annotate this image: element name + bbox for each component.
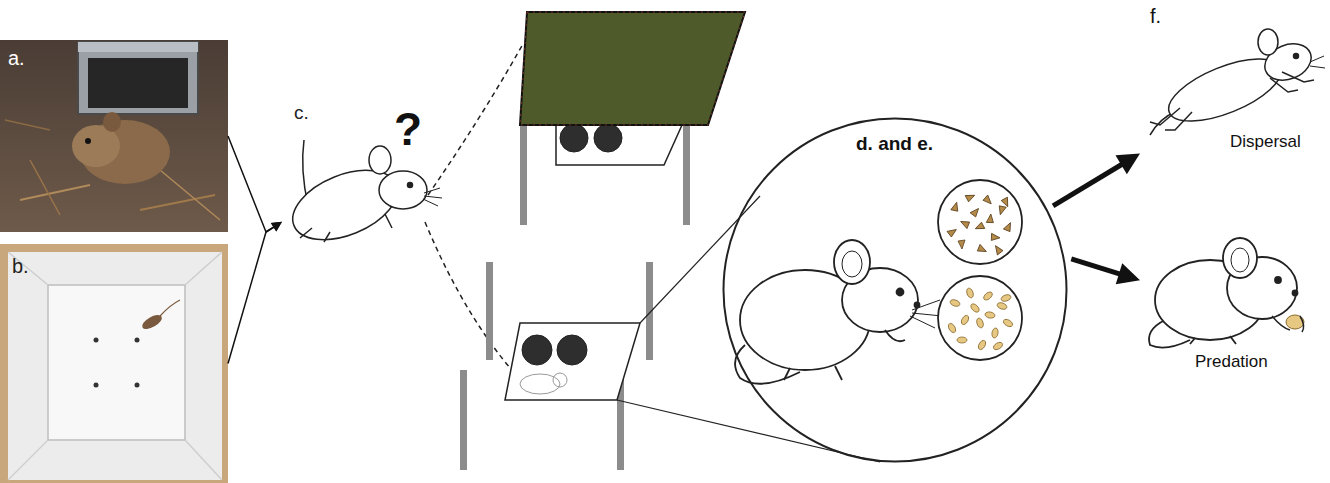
question-mark: ? bbox=[394, 106, 422, 152]
circle-outline bbox=[724, 119, 1067, 462]
label-holder: f. bbox=[1150, 4, 1161, 28]
trap-photo bbox=[0, 40, 228, 232]
photo-panel: a. bbox=[0, 40, 228, 232]
seed-dish bbox=[938, 276, 1022, 360]
outcome-label: Predation bbox=[1195, 352, 1268, 372]
connector-line bbox=[1053, 160, 1129, 206]
connector bbox=[1071, 259, 1140, 284]
mouse-sketch bbox=[283, 140, 442, 253]
arrowhead bbox=[1116, 263, 1140, 284]
connector bbox=[228, 222, 282, 364]
arrowhead bbox=[1115, 153, 1140, 174]
arena-photo bbox=[0, 244, 228, 483]
covered-platform bbox=[520, 12, 745, 225]
circle-outline bbox=[722, 117, 1068, 463]
panel-letter: b. bbox=[12, 254, 29, 278]
panel-letter: a. bbox=[8, 46, 25, 70]
panel-letter: f. bbox=[1150, 4, 1161, 28]
open-platform bbox=[460, 262, 653, 470]
arrowhead bbox=[271, 222, 282, 232]
outcome-label: Dispersal bbox=[1230, 132, 1301, 152]
connector bbox=[1053, 153, 1140, 206]
mouse-figure: Dispersal bbox=[1140, 20, 1325, 175]
connector-line bbox=[1071, 259, 1127, 276]
mouse-sketch bbox=[1149, 238, 1304, 348]
connector bbox=[228, 136, 282, 232]
zoom-line bbox=[640, 196, 760, 323]
mouse-sketch bbox=[1150, 29, 1325, 135]
connector-line bbox=[228, 136, 277, 232]
panel-letter: d. and e. bbox=[856, 133, 933, 156]
photo-panel: b. bbox=[0, 244, 228, 483]
mouse-figure: Predation bbox=[1140, 240, 1325, 378]
mouse-sketch bbox=[735, 240, 942, 384]
path-dashed bbox=[428, 44, 523, 195]
arrowhead bbox=[271, 222, 282, 232]
mouse-figure: c.? bbox=[282, 98, 438, 246]
seed-dish bbox=[938, 180, 1022, 264]
connector-line bbox=[228, 225, 277, 363]
zoom-circle: d. and e. bbox=[722, 117, 1068, 463]
panel-letter: c. bbox=[294, 102, 309, 125]
